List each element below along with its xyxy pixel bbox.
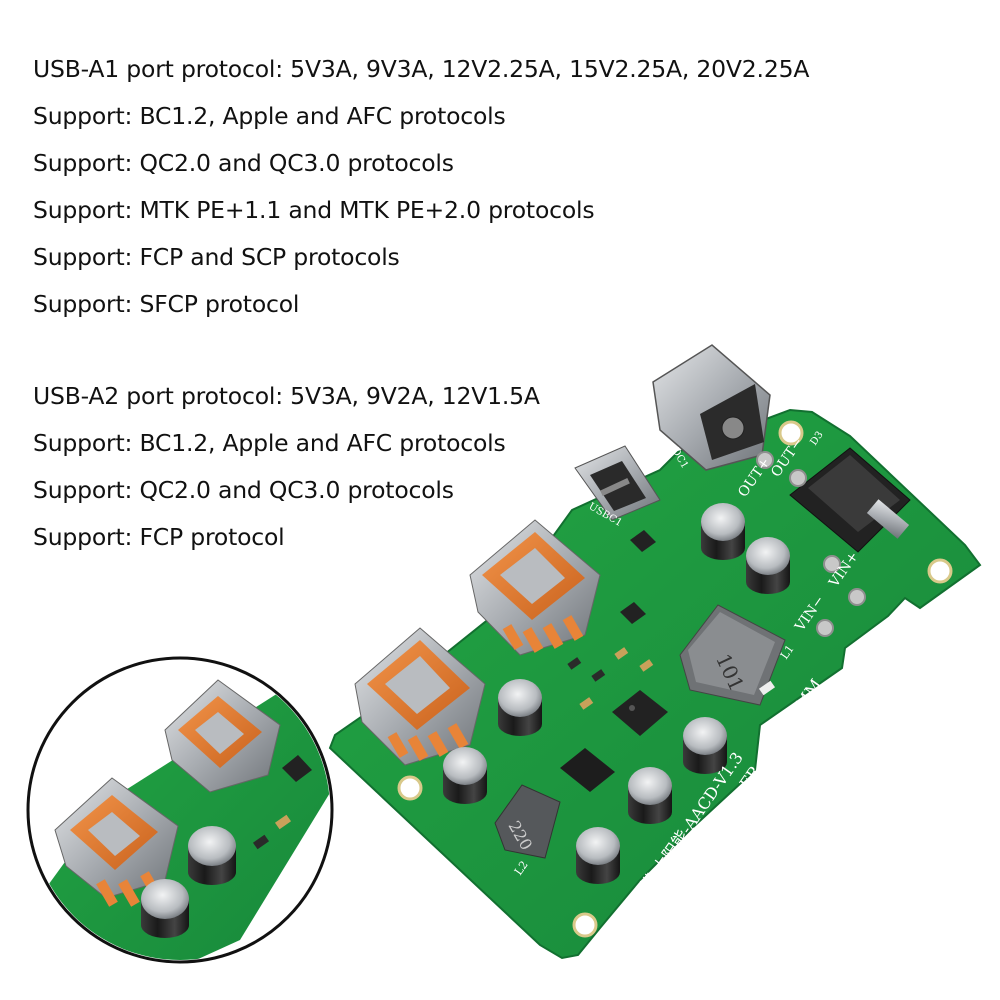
cap-c25 bbox=[701, 503, 745, 560]
inductor-l1: 101 bbox=[679, 604, 786, 706]
usb-a2-support-2: Support: QC2.0 and QC3.0 protocols bbox=[33, 476, 454, 504]
capacitors-35v bbox=[576, 717, 727, 884]
usb-a1-support-2: Support: QC2.0 and QC3.0 protocols bbox=[33, 149, 454, 177]
usb-a1-support-5: Support: SFCP protocol bbox=[33, 290, 300, 318]
dc-jack bbox=[652, 344, 771, 471]
usb-c-port bbox=[574, 445, 661, 521]
pcb-outline bbox=[328, 408, 982, 960]
smd-parts bbox=[567, 647, 776, 710]
cap-c26 bbox=[683, 717, 727, 774]
cap-c28 bbox=[576, 827, 620, 884]
capacitors-25v bbox=[443, 503, 790, 804]
inductor-l2: 220 bbox=[494, 784, 561, 859]
usb-a1-port bbox=[469, 519, 601, 656]
usb-a2-header: USB-A2 port protocol: 5V3A, 9V2A, 12V1.5… bbox=[33, 382, 540, 410]
usb-a1-header: USB-A1 port protocol: 5V3A, 9V3A, 12V2.2… bbox=[33, 55, 810, 83]
cap-c100-left bbox=[498, 679, 542, 736]
usb-a1-spec-block: USB-A1 port protocol: 5V3A, 9V3A, 12V2.2… bbox=[33, 46, 809, 328]
usb-a1-support-3: Support: MTK PE+1.1 and MTK PE+2.0 proto… bbox=[33, 196, 595, 224]
zoom-cap-2 bbox=[141, 879, 189, 938]
cap-c24 bbox=[746, 537, 790, 594]
usb-a2-support-1: Support: BC1.2, Apple and AFC protocols bbox=[33, 429, 506, 457]
usb-a2-support-3: Support: FCP protocol bbox=[33, 523, 285, 551]
zoom-usb-a1 bbox=[164, 679, 281, 793]
usb-a2-spec-block: USB-A2 port protocol: 5V3A, 9V2A, 12V1.5… bbox=[33, 373, 540, 561]
usb-a1-support-1: Support: BC1.2, Apple and AFC protocols bbox=[33, 102, 506, 130]
zoom-cap-1 bbox=[188, 826, 236, 885]
usb-a2-port bbox=[354, 627, 486, 766]
cap-c27 bbox=[628, 767, 672, 824]
terminal-pads bbox=[756, 451, 866, 637]
ic-chips bbox=[560, 530, 668, 792]
usb-a1-support-4: Support: FCP and SCP protocols bbox=[33, 243, 400, 271]
d3-diode bbox=[789, 447, 911, 553]
mount-holes bbox=[397, 420, 953, 938]
cap-c29 bbox=[443, 747, 487, 804]
